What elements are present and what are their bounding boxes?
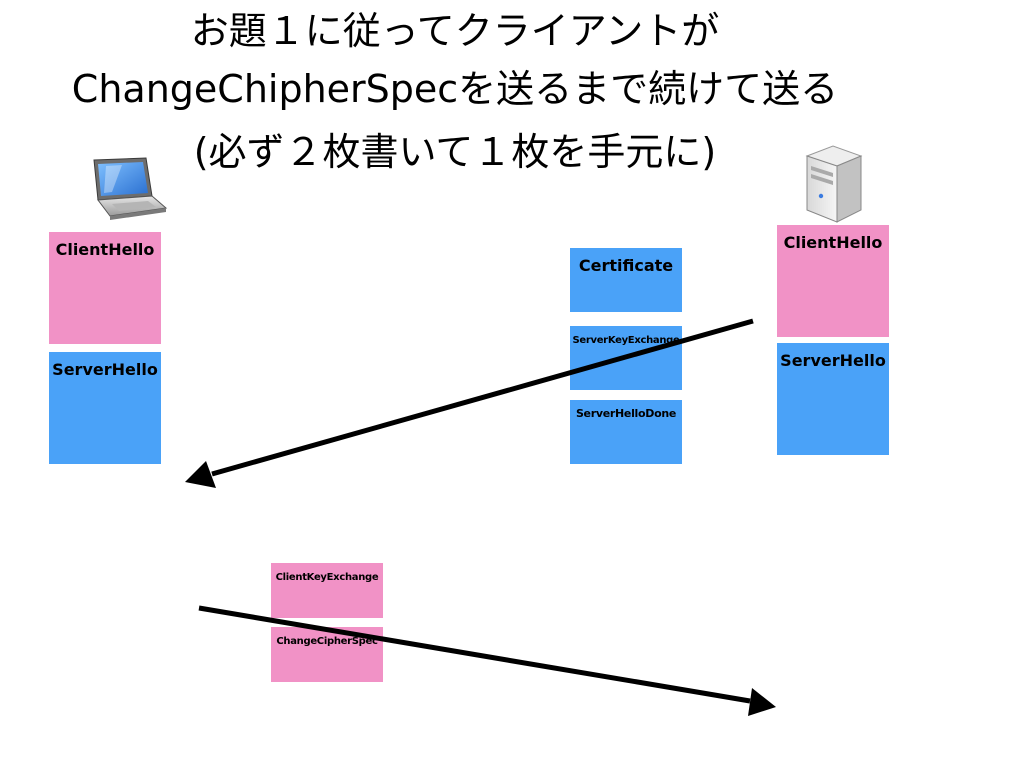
client-clienthello-card: ClientHello [49, 232, 161, 344]
laptop-icon [93, 157, 168, 220]
title-line-3: (必ず２枚書いて１枚を手元に) [193, 130, 717, 174]
arrow-client-to-server [198, 605, 776, 716]
server-icon [805, 145, 863, 223]
arrow-server-to-client [185, 318, 754, 488]
title-line-2: ChangeChipherSpecを送るまで続けて送る [71, 67, 839, 111]
certificate-card: Certificate [570, 248, 682, 312]
client-serverhello-card: ServerHello [49, 352, 161, 464]
serverhellodone-card: ServerHelloDone [570, 400, 682, 464]
serverkeyexchange-card: ServerKeyExchange [570, 326, 682, 390]
server-serverhello-card: ServerHello [777, 343, 889, 455]
clientkeyexchange-card: ClientKeyExchange [271, 563, 383, 618]
title-line-1: お題１に従ってクライアントが [190, 9, 720, 53]
server-clienthello-card: ClientHello [777, 225, 889, 337]
